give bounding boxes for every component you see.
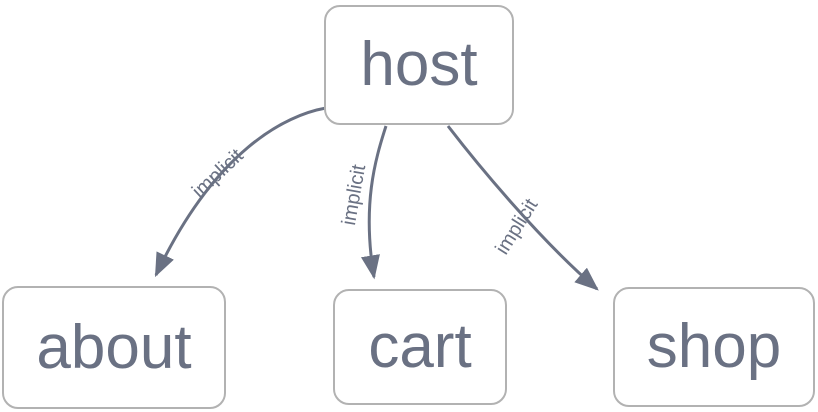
node-host[interactable]: host	[324, 5, 514, 125]
edge-label-host-about-group: implicit	[188, 144, 248, 202]
node-host-label: host	[360, 30, 478, 99]
node-about[interactable]: about	[2, 286, 226, 409]
node-shop[interactable]: shop	[613, 287, 815, 407]
node-shop-label: shop	[646, 312, 782, 381]
edge-label-host-about: implicit	[188, 144, 248, 202]
edge-host-cart	[360, 125, 388, 280]
node-cart-label: cart	[368, 312, 472, 381]
node-about-label: about	[36, 312, 192, 382]
edge-label-host-cart-group: implicit	[338, 163, 370, 227]
edge-label-host-cart: implicit	[338, 163, 370, 227]
node-cart[interactable]: cart	[333, 289, 507, 405]
edge-host-shop	[446, 125, 599, 291]
edge-host-about	[154, 106, 327, 278]
